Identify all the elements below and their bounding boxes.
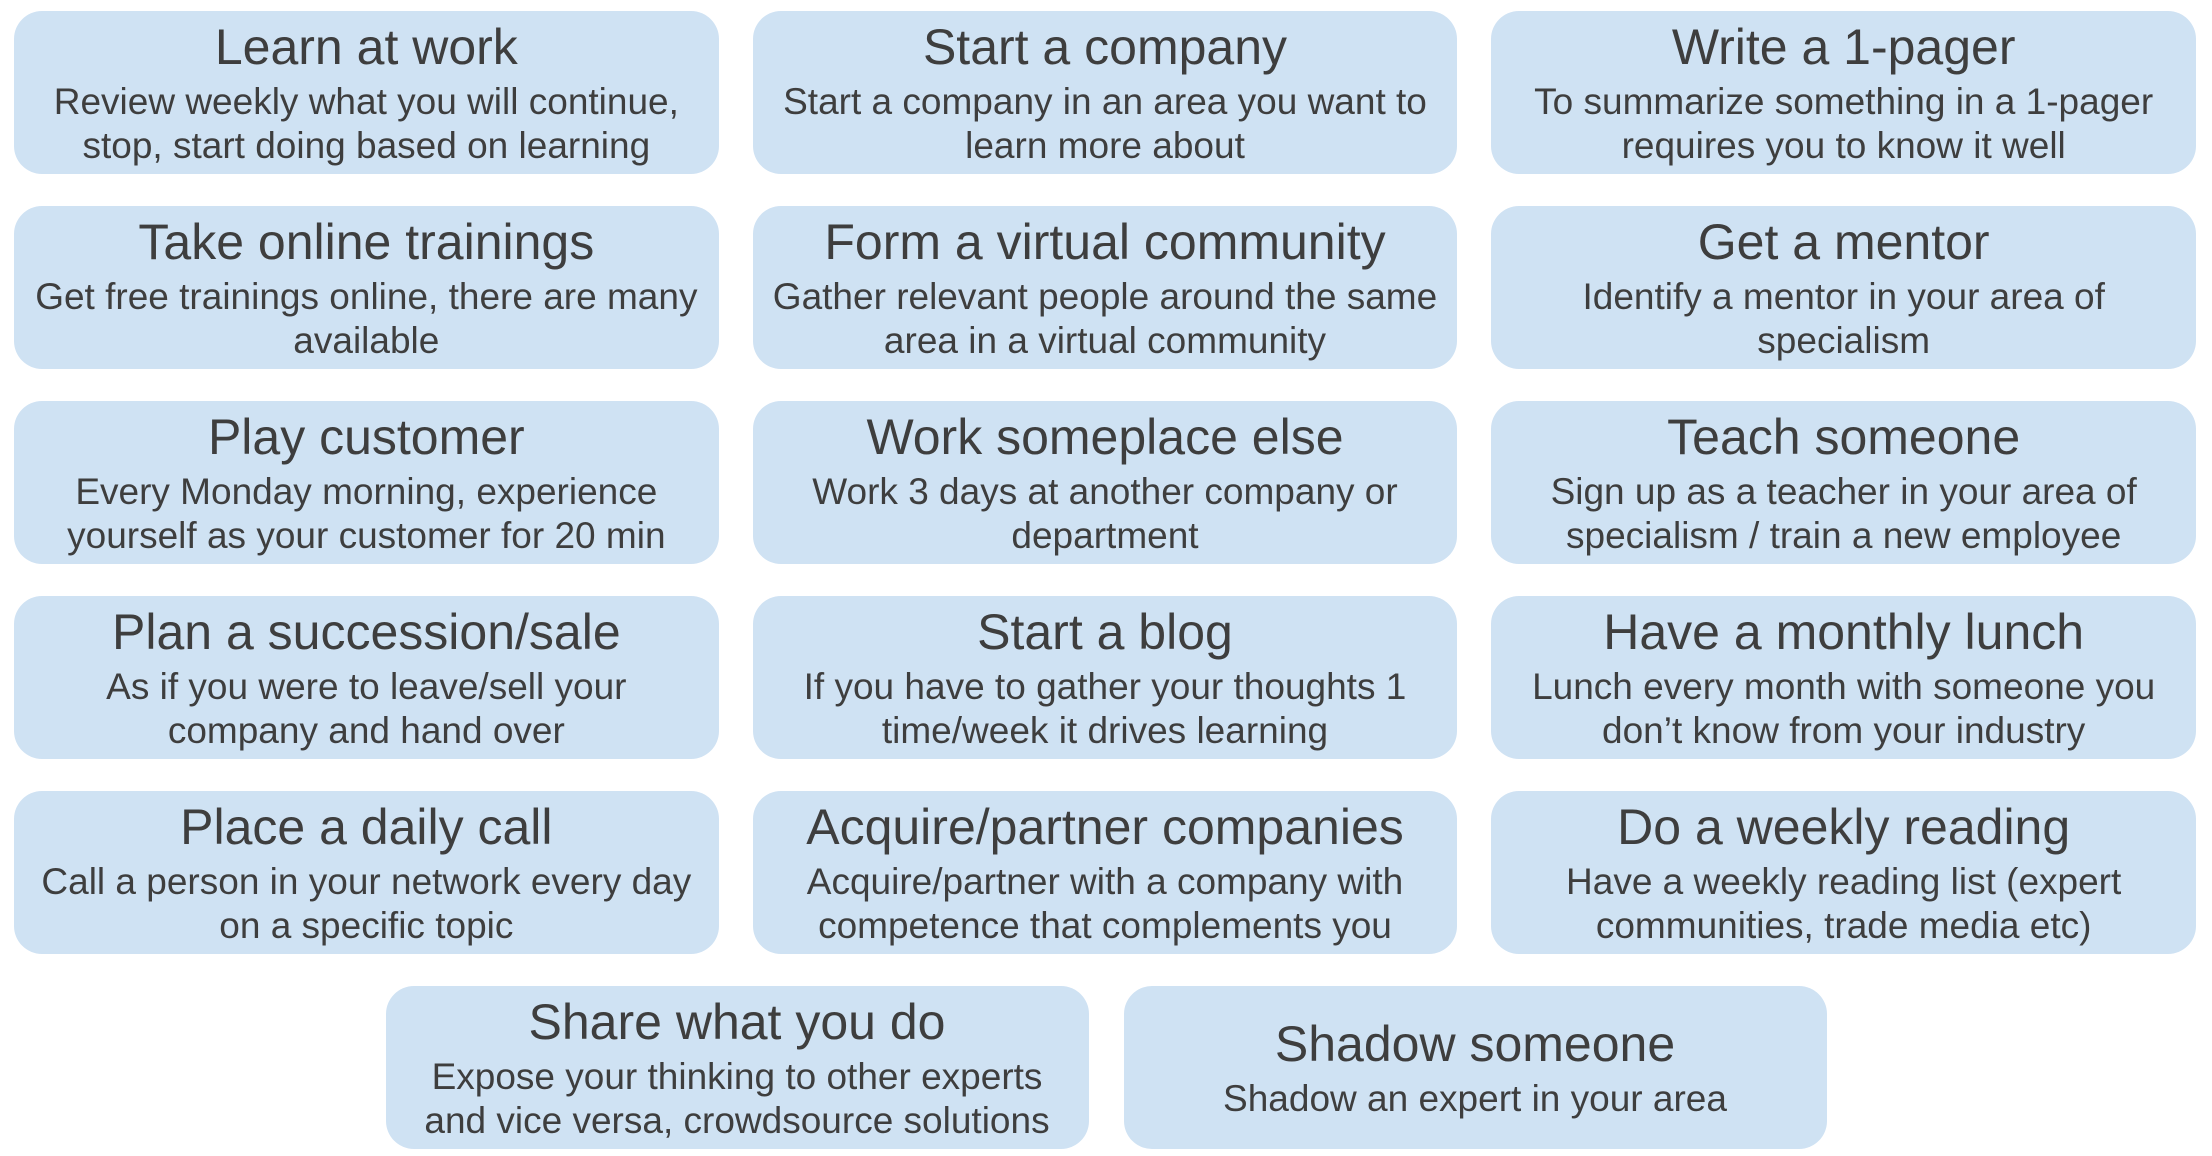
card-description: Acquire/partner with a company with comp… [806, 861, 1404, 946]
idea-card: Have a monthly lunch Lunch every month w… [1491, 596, 2196, 759]
card-title: Form a virtual community [824, 214, 1386, 270]
card-title: Play customer [207, 409, 525, 465]
card-title: Share what you do [528, 994, 946, 1050]
idea-card: Shadow someone Shadow an expert in your … [1123, 986, 1827, 1149]
idea-card: Place a daily call Call a person in your… [14, 791, 719, 954]
idea-card: Acquire/partner companies Acquire/partne… [752, 791, 1458, 954]
idea-card: Work someplace else Work 3 days at anoth… [752, 401, 1458, 564]
card-title: Write a 1-pager [1671, 19, 2016, 75]
card-description: Call a person in your network every day … [41, 861, 692, 946]
card-description: Expose your thinking to other experts an… [424, 1056, 1050, 1141]
card-description: Start a company in an area you want to l… [783, 81, 1427, 166]
card-title: Start a company [922, 19, 1288, 75]
card-title: Work someplace else [866, 409, 1344, 465]
idea-card: Play customer Every Monday morning, expe… [14, 401, 719, 564]
card-description: Lunch every month with someone you don’t… [1532, 666, 2156, 751]
card-description: Work 3 days at another company or depart… [812, 471, 1398, 556]
idea-card: Start a blog If you have to gather your … [752, 596, 1458, 759]
card-description: Review weekly what you will continue, st… [53, 81, 679, 166]
card-description: Shadow an expert in your area [1223, 1078, 1727, 1119]
idea-card: Take online trainings Get free trainings… [14, 206, 719, 369]
idea-card: Form a virtual community Gather relevant… [752, 206, 1458, 369]
card-title: Teach someone [1667, 409, 2021, 465]
card-title: Start a blog [977, 604, 1233, 660]
card-title: Get a mentor [1697, 214, 1990, 270]
card-title: Shadow someone [1274, 1016, 1676, 1072]
idea-card: Start a company Start a company in an ar… [752, 11, 1458, 174]
idea-card: Share what you do Expose your thinking t… [385, 986, 1089, 1149]
card-title: Acquire/partner companies [806, 799, 1404, 855]
idea-card: Plan a succession/sale As if you were to… [14, 596, 719, 759]
card-description: Sign up as a teacher in your area of spe… [1550, 471, 2137, 556]
card-title: Place a daily call [180, 799, 553, 855]
card-title: Plan a succession/sale [112, 604, 621, 660]
card-title: Do a weekly reading [1617, 799, 2071, 855]
idea-card: Get a mentor Identify a mentor in your a… [1491, 206, 2196, 369]
idea-card-grid: Learn at work Review weekly what you wil… [14, 11, 2196, 954]
idea-card-bottom-row: Share what you do Expose your thinking t… [0, 986, 2212, 1149]
card-description: Every Monday morning, experience yoursel… [67, 471, 666, 556]
idea-card: Teach someone Sign up as a teacher in yo… [1491, 401, 2196, 564]
card-description: As if you were to leave/sell your compan… [106, 666, 627, 751]
card-description: Gather relevant people around the same a… [772, 276, 1438, 361]
idea-card: Write a 1-pager To summarize something i… [1491, 11, 2196, 174]
card-description: To summarize something in a 1-pager requ… [1534, 81, 2154, 166]
card-description: Identify a mentor in your area of specia… [1582, 276, 2105, 361]
card-description: If you have to gather your thoughts 1 ti… [803, 666, 1407, 751]
card-description: Have a weekly reading list (expert commu… [1566, 861, 2122, 946]
card-title: Take online trainings [138, 214, 595, 270]
card-description: Get free trainings online, there are man… [35, 276, 698, 361]
card-title: Have a monthly lunch [1603, 604, 2085, 660]
card-title: Learn at work [214, 19, 518, 75]
idea-card: Do a weekly reading Have a weekly readin… [1491, 791, 2196, 954]
idea-card: Learn at work Review weekly what you wil… [14, 11, 719, 174]
